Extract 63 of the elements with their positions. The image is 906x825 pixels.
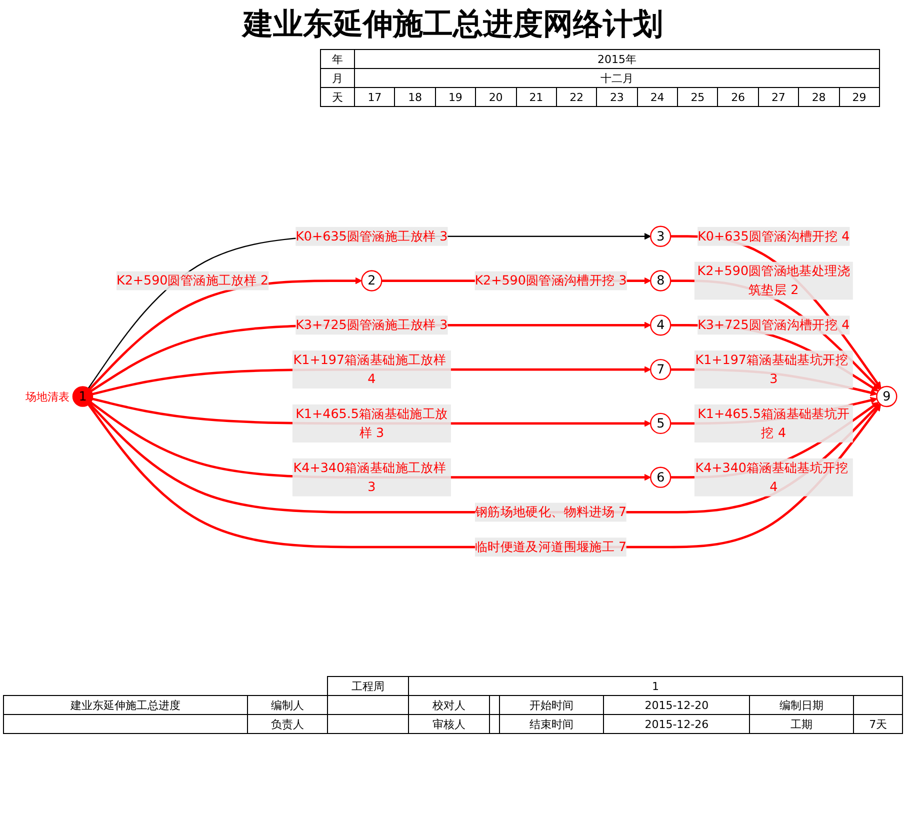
field-name-cell: 校对人 <box>408 696 490 714</box>
edge-label: K1+197箱涵基础基坑开挖 3 <box>695 352 848 386</box>
day-cell: 25 <box>678 88 718 106</box>
arrow <box>88 277 362 390</box>
field-name-cell: 开始时间 <box>500 696 604 714</box>
node-circle: 7 <box>650 358 672 380</box>
edge-label: K2+590圆管涵地基处理浇筑垫层 2 <box>697 263 850 298</box>
year-cell: 2015年 <box>354 50 880 68</box>
day-cell: 23 <box>596 88 638 106</box>
day-cell: 26 <box>718 88 758 106</box>
field-name-cell: 编制日期 <box>750 696 854 714</box>
day-cell: 24 <box>637 88 678 106</box>
day-cell: 27 <box>758 88 799 106</box>
day-cell: 21 <box>516 88 556 106</box>
edge-label: 钢筋场地硬化、物料进场 7 <box>474 504 627 520</box>
node-circle: 9 <box>876 386 898 408</box>
duration-cell: 7天 <box>854 714 902 734</box>
edge-label: K0+635圆管涵施工放样 3 <box>296 228 448 244</box>
node-circle: 8 <box>650 270 672 292</box>
month-cell: 十二月 <box>354 68 880 88</box>
date-cell: 2015-12-26 <box>604 714 750 734</box>
day-cell: 19 <box>435 88 476 106</box>
node-circle: 3 <box>650 226 672 247</box>
edge-label: K2+590圆管涵施工放样 2 <box>116 272 269 288</box>
day-cell: 18 <box>394 88 436 106</box>
row-header-cell: 月 <box>320 68 354 88</box>
field-name-cell: 审核人 <box>408 714 490 734</box>
milestone-label: 场地清表 <box>26 390 70 404</box>
row-header-cell: 天 <box>320 88 354 106</box>
field-name-cell: 负责人 <box>247 714 328 734</box>
day-cell: 22 <box>556 88 597 106</box>
day-cell: 17 <box>354 88 395 106</box>
field-name-cell: 工期 <box>750 714 854 734</box>
field-name-cell: 编制人 <box>247 696 328 714</box>
arrow <box>88 402 880 514</box>
edge-label: K4+340箱涵基础基坑开挖 4 <box>695 460 848 494</box>
node-circle: 4 <box>650 314 672 336</box>
diagram-title: 建业东延伸施工总进度网络计划 <box>240 6 664 44</box>
arrow <box>90 401 651 481</box>
field-name-cell: 结束时间 <box>500 714 604 734</box>
day-cell: 28 <box>798 88 839 106</box>
week-cell: 1 <box>408 676 902 696</box>
node-circle: 6 <box>650 466 672 488</box>
edge-label: 临时便道及河道围堰施工 7 <box>474 539 627 554</box>
edge-label: K1+197箱涵基础施工放样 4 <box>293 352 446 386</box>
edge-label: K4+340箱涵基础施工放样 3 <box>293 460 446 494</box>
date-cell: 2015-12-20 <box>604 696 750 714</box>
row-header-cell: 工程周 <box>328 676 409 696</box>
edge-label: K1+465.5箱涵基础基坑开挖 4 <box>698 406 850 440</box>
plan-name-cell: 建业东延伸施工总进度 <box>4 696 248 714</box>
node-circle: 2 <box>361 270 382 292</box>
day-cell: 20 <box>476 88 516 106</box>
day-cell: 29 <box>839 88 880 106</box>
node-circle: 5 <box>650 412 672 434</box>
edge-label: K0+635圆管涵沟槽开挖 4 <box>698 228 850 244</box>
arrow <box>90 322 651 392</box>
edge-label: K2+590圆管涵沟槽开挖 3 <box>474 272 627 288</box>
node-circle: 1 <box>72 386 94 407</box>
edge-label: K1+465.5箱涵基础施工放样 3 <box>296 406 448 440</box>
arrow <box>88 404 881 548</box>
row-header-cell: 年 <box>320 50 354 68</box>
edge-label: K3+725圆管涵沟槽开挖 4 <box>698 317 850 332</box>
edge-label: K3+725圆管涵施工放样 3 <box>296 317 448 332</box>
